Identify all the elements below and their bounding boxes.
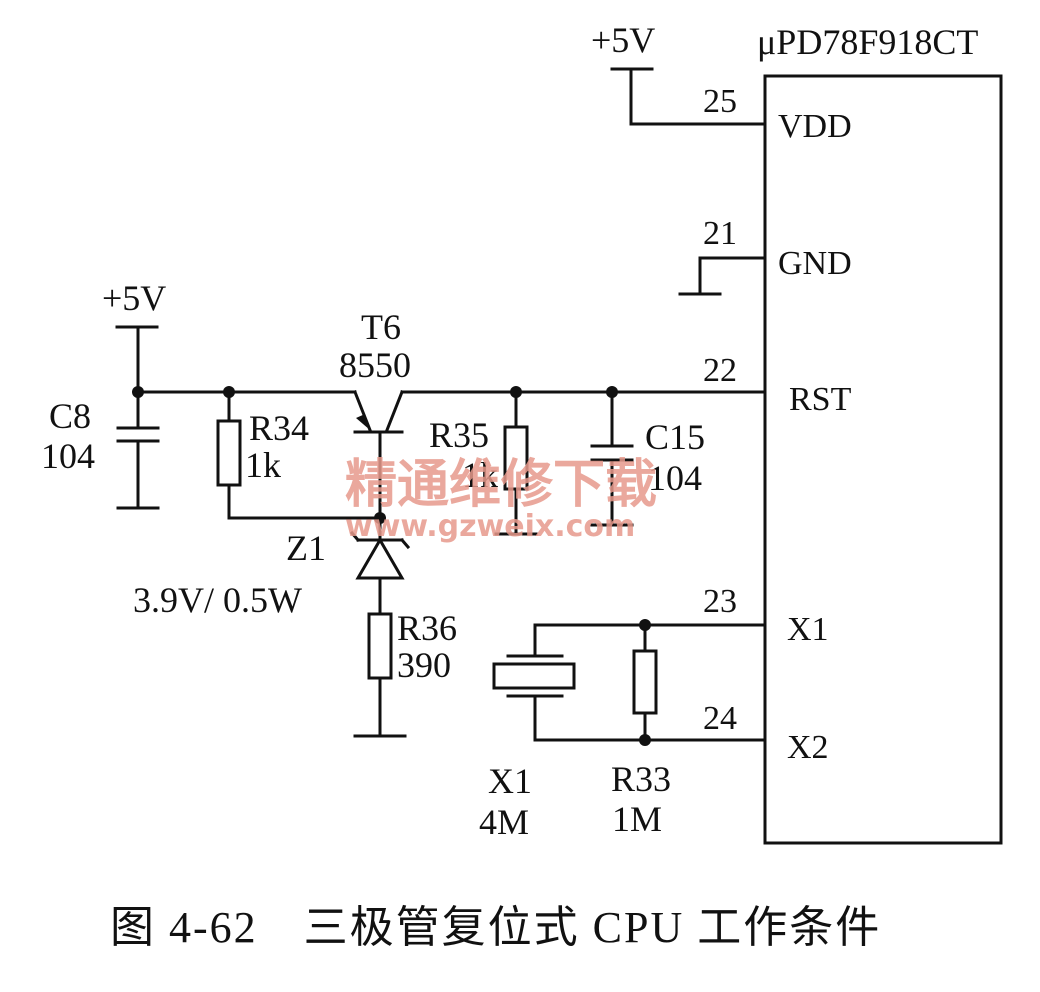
resistor-r33	[632, 623, 658, 742]
c8-ref: C8	[49, 396, 91, 436]
pin-name-rst: RST	[789, 381, 852, 418]
resistor-r35	[494, 390, 538, 536]
capacitor-c8	[116, 390, 160, 510]
pin-number-24: 24	[703, 700, 737, 737]
gnd-connection	[678, 256, 767, 296]
pin-number-25: 25	[703, 83, 737, 120]
c15-ref: C15	[645, 417, 705, 457]
c8-value: 104	[41, 436, 95, 476]
t6-value: 8550	[339, 345, 411, 385]
junction-dots	[132, 386, 651, 746]
r35-ref: R35	[429, 415, 489, 455]
x1-value: 4M	[479, 802, 529, 842]
t6-ref: T6	[361, 307, 401, 347]
ic-part-label: μPD78F918CT	[757, 22, 978, 62]
pin-number-23: 23	[703, 583, 737, 620]
pin-number-21: 21	[703, 215, 737, 252]
r36-ref: R36	[397, 608, 457, 648]
r35-value: 1k	[462, 455, 498, 495]
capacitor-c15	[590, 390, 634, 527]
pin-name-x1: X1	[787, 611, 829, 648]
z1-ref: Z1	[286, 528, 326, 568]
pin-name-vdd: VDD	[778, 108, 852, 145]
r34-ref: R34	[249, 408, 309, 448]
r34-value: 1k	[245, 445, 281, 485]
resistor-r34	[216, 390, 382, 520]
figure-caption: 图 4-62 三极管复位式 CPU 工作条件	[110, 903, 881, 952]
resistor-r36	[353, 612, 407, 738]
pin-number-22: 22	[703, 352, 737, 389]
vdd-supply: +5V	[591, 20, 767, 126]
r36-value: 390	[397, 645, 451, 685]
r33-ref: R33	[611, 759, 671, 799]
c15-value: 104	[648, 458, 702, 498]
watermark-url: www.gzweix.com	[345, 509, 635, 544]
left-supply-label: +5V	[102, 278, 166, 318]
vdd-supply-label: +5V	[591, 20, 655, 60]
x1-ref: X1	[488, 761, 532, 801]
pin-name-gnd: GND	[778, 245, 852, 282]
pin-name-x2: X2	[787, 729, 829, 766]
zener-z1	[349, 530, 411, 616]
z1-value: 3.9V/ 0.5W	[133, 580, 302, 620]
r33-value: 1M	[612, 799, 662, 839]
ic-body	[763, 74, 1003, 845]
left-supply: +5V	[102, 278, 357, 394]
watermark-title: 精通维修下载	[345, 455, 657, 515]
